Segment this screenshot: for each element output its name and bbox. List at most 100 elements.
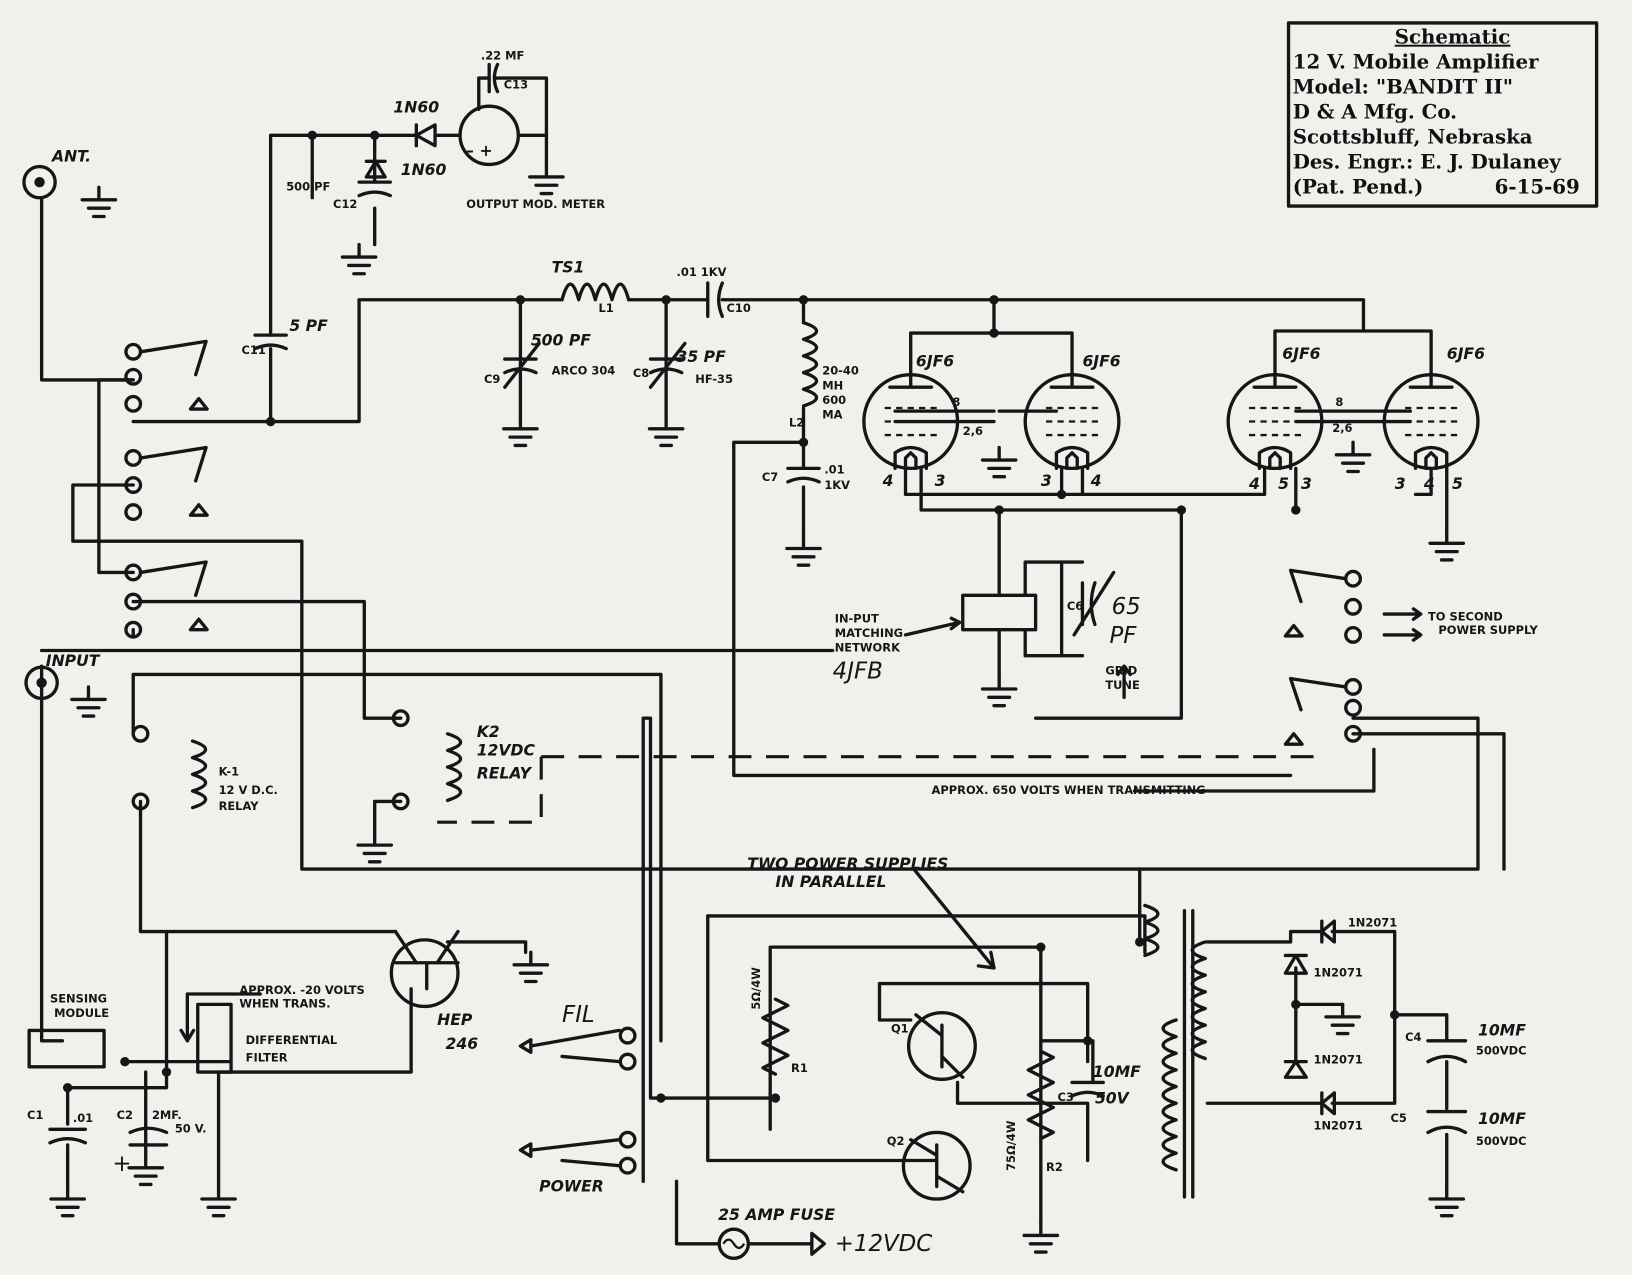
transistor-q2-leads [909, 1138, 965, 1194]
power-switch[interactable] [518, 1130, 637, 1175]
label-ant: ANT. [50, 147, 91, 165]
label-c2-value-2: 50 V. [175, 1121, 207, 1135]
label-r2: R2 [1046, 1160, 1063, 1174]
label-pin: 4 [1423, 475, 1435, 493]
label-c7-value-1: .01 [824, 463, 844, 477]
ground-icon [512, 950, 550, 984]
relay-contact-icon [1344, 724, 1363, 743]
capacitor-c10 [706, 281, 724, 319]
junction-dot [62, 1082, 73, 1093]
relay-contact-icon [1344, 625, 1363, 644]
label-c1-value: .01 [73, 1111, 93, 1125]
label-l2-value-2: MH [822, 378, 843, 392]
relay-contact-icon [124, 592, 143, 611]
label-matching-tube: 4JFB [833, 659, 883, 685]
capacitor-c7 [786, 466, 821, 484]
relay-armature-icon [138, 445, 209, 517]
capacitor-c4 [1426, 1039, 1468, 1064]
capacitor-c3 [1070, 1080, 1105, 1098]
diode-1n2071-mid2 [1283, 1059, 1308, 1079]
transformer-primary [1161, 1018, 1178, 1172]
diode-1n2071-mid1 [1283, 953, 1308, 975]
label-c2-value-1: 2MF. [152, 1108, 182, 1122]
title-line: 12 V. Mobile Amplifier [1293, 50, 1539, 74]
capacitor-c5 [1426, 1109, 1468, 1135]
label-tube-3: 6JF6 [1282, 345, 1320, 363]
sensing-module-box [27, 1028, 106, 1069]
transistor-hep246-leads [393, 929, 460, 991]
label-tube-1: 6JF6 [916, 352, 954, 370]
label-k2: K2 [477, 723, 500, 741]
junction-dot [307, 130, 317, 140]
inductors [190, 282, 1207, 1199]
modulation-meter [458, 104, 520, 167]
diode-1n2071-bottom [1320, 1091, 1336, 1116]
fuse [717, 1227, 751, 1261]
junction-dot [1390, 1010, 1400, 1020]
junction-dot [1176, 505, 1187, 515]
junction-dot [1291, 505, 1301, 515]
label-diode-1: 1N60 [393, 98, 439, 116]
input-matching-network-box [961, 593, 1038, 632]
label-trans-note-2: WHEN TRANS. [239, 997, 330, 1011]
label-tube-4: 6JF6 [1447, 345, 1485, 363]
junction-dot [161, 1067, 172, 1077]
label-pin: 3 [935, 472, 946, 490]
label-matching-3: NETWORK [835, 641, 901, 655]
label-pin: 3 [1395, 475, 1406, 493]
grid-bus-lines [893, 409, 1412, 424]
ground-icon [528, 162, 565, 196]
label-pin: 3 [1041, 472, 1052, 490]
label-c12-value: 500 PF [286, 179, 330, 193]
label-grid-tune-1: GRID [1105, 663, 1137, 677]
label-c12: C12 [333, 197, 357, 211]
label-diff-2: FILTER [246, 1051, 288, 1065]
ground-icon [1022, 1221, 1060, 1254]
label-grid-pin: 2,6 [963, 424, 983, 438]
location-line: Scottsbluff, Nebraska [1293, 125, 1533, 149]
relay-contact-icon [131, 792, 150, 811]
diode-1n60-b [364, 159, 387, 179]
model-line: Model: "BANDIT II" [1293, 75, 1513, 99]
relay-contacts [124, 339, 1363, 811]
fil-switch[interactable] [518, 1026, 637, 1071]
label-q1: Q1 [891, 1021, 909, 1035]
supply-terminal [810, 1231, 826, 1256]
label-c13-value: .22 MF [481, 48, 524, 62]
label-c2-polarity: + [112, 1151, 131, 1177]
label-c3-value-1: 10MF [1093, 1063, 1141, 1081]
inductor-l2 [801, 320, 819, 408]
junction-dot [265, 416, 276, 427]
label-c4: C4 [1405, 1030, 1421, 1044]
ground-icon [980, 674, 1018, 708]
label-fil: FIL [562, 1002, 595, 1028]
junction-dots [62, 130, 1400, 1103]
engineer-line: Des. Engr.: E. J. Dulaney [1293, 150, 1562, 174]
label-matching-2: MATCHING [835, 626, 903, 640]
transistor-hep246 [389, 938, 460, 1009]
label-c7-value-2: 1KV [824, 478, 850, 492]
antenna-jack-pin [34, 176, 45, 188]
label-supply: +12VDC [835, 1231, 933, 1257]
label-c5-value-2: 500VDC [1476, 1134, 1527, 1148]
label-c6: C6 [1067, 599, 1083, 613]
label-c13: C13 [504, 77, 528, 91]
label-c10-value: .01 1KV [677, 265, 727, 279]
label-grid-pin: 8 [1335, 395, 1343, 409]
ground-icon [356, 830, 394, 864]
ground-icon [1428, 529, 1466, 562]
label-second-supply-1: TO SECOND [1428, 609, 1503, 623]
junction-dot [798, 437, 809, 448]
label-l2-value-1: 20-40 [822, 364, 859, 378]
resistor-r2 [1026, 1049, 1055, 1141]
variable-capacitor-c9 [503, 341, 541, 389]
relay-contact-icon [1344, 569, 1363, 588]
label-fuse: 25 AMP FUSE [718, 1206, 835, 1224]
label-c3-value-2: 50V [1095, 1089, 1131, 1107]
matching-pointer-arrow [903, 616, 962, 637]
label-tube-2: 6JF6 [1082, 352, 1120, 370]
title-block-border [1286, 21, 1599, 208]
input-jack-pin [36, 677, 47, 688]
label-q2: Q2 [887, 1134, 905, 1148]
relay-coil-k2 [445, 732, 463, 803]
